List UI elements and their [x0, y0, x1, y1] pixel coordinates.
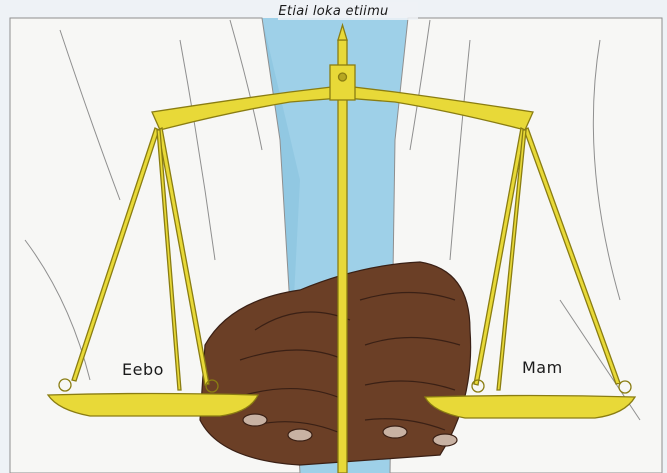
left-pan: [48, 394, 258, 417]
scale-pivot: [330, 65, 355, 100]
scale-pillar: [338, 40, 347, 473]
scale-caption: Etiai loka etiimu: [0, 4, 667, 19]
right-pan: [425, 396, 635, 419]
right-pan-label: Mam: [522, 358, 563, 377]
left-pan-label: Eebo: [122, 360, 164, 379]
